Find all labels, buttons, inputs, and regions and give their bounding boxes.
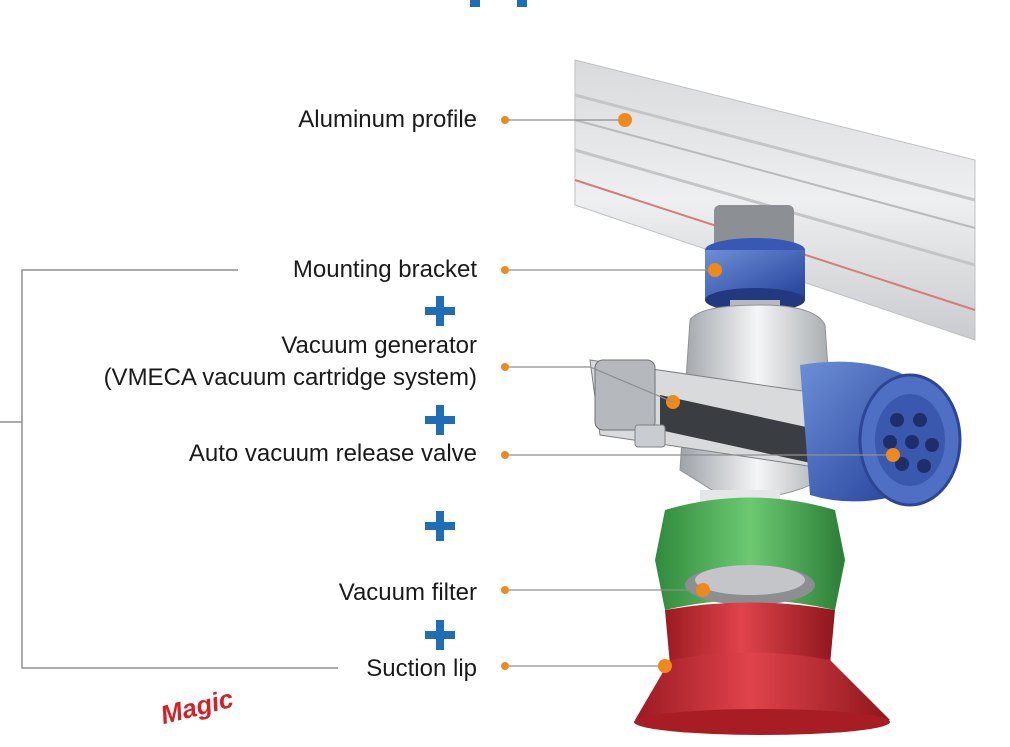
label-vacuum-generator: Vacuum generator [281,332,477,359]
label-aluminum-profile: Aluminum profile [298,106,477,133]
callout-dots [501,113,900,673]
label-suction-lip: Suction lip [366,655,477,682]
vacuum-generator-shape [589,300,836,498]
vacuum-filter-shape [655,490,845,610]
label-auto-release-valve: Auto vacuum release valve [188,440,477,467]
suction-lip-shape [634,602,890,735]
callout-lines [505,119,893,667]
group-bracket-line [21,269,338,669]
release-valve-shape [800,361,962,507]
plus-icon [425,296,455,326]
plus-icon [425,405,455,435]
plus-icon [425,620,455,650]
top-fragment [470,0,527,7]
label-mounting-bracket: Mounting bracket [292,256,477,283]
label-vacuum-generator-detail: (VMECA vacuum cartridge system) [103,364,477,391]
mounting-bracket-shape [705,205,805,312]
plus-icon [425,511,455,541]
label-vacuum-filter: Vacuum filter [338,579,477,606]
